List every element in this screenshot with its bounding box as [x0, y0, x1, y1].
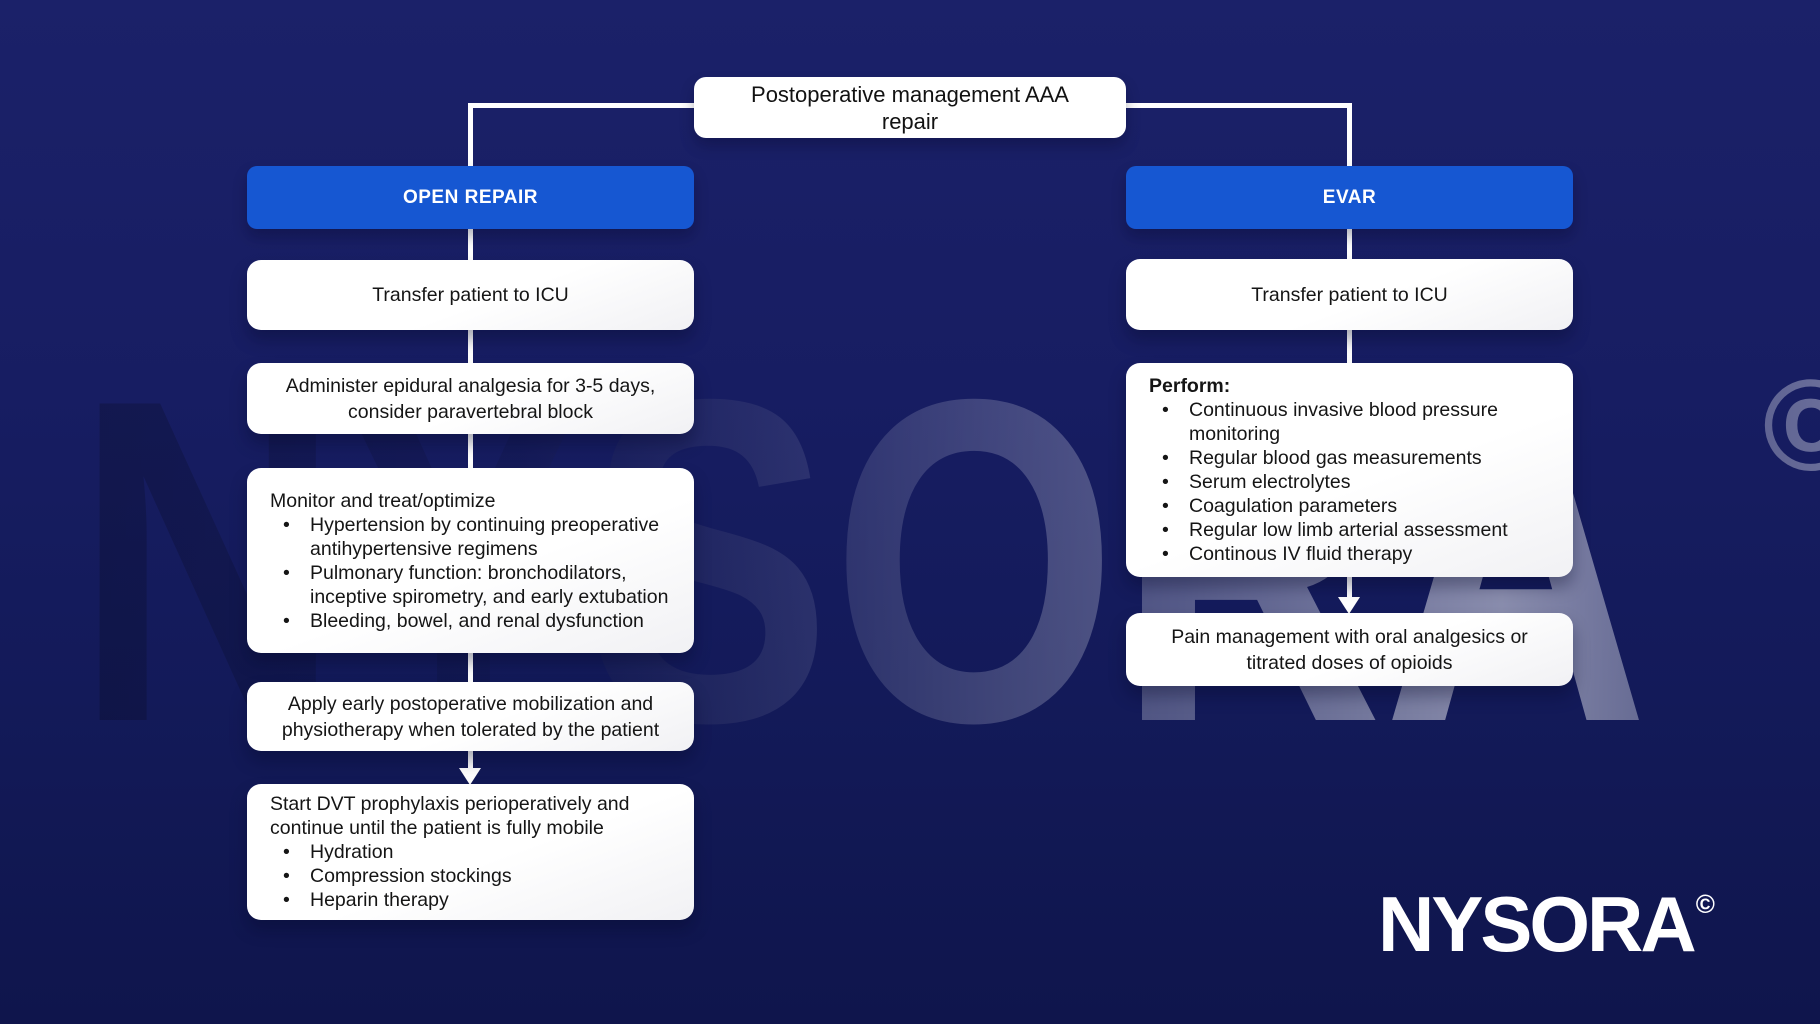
bullet-icon: • — [283, 865, 290, 887]
step-box: Transfer patient to ICU — [1126, 259, 1573, 330]
bullet-icon: • — [1162, 447, 1169, 469]
bullet-icon: • — [1162, 399, 1169, 421]
list-item: • Bleeding, bowel, and renal dysfunction — [270, 609, 676, 633]
list-item: • Coagulation parameters — [1149, 494, 1555, 518]
arrow-down-icon — [1338, 597, 1360, 614]
bullet-icon: • — [1162, 495, 1169, 517]
step-box: Start DVT prophylaxis perioperatively an… — [247, 784, 694, 920]
list-item: • Regular low limb arterial assessment — [1149, 518, 1555, 542]
bullet-icon: • — [283, 841, 290, 863]
connector-vertical-left — [468, 103, 473, 770]
list-item: • Hypertension by continuing preoperativ… — [270, 513, 676, 561]
list-item: • Continous IV fluid therapy — [1149, 542, 1555, 566]
step-box: Apply early postoperative mobilization a… — [247, 682, 694, 751]
nysora-logo: NYSORA© — [1378, 880, 1715, 968]
bullet-icon: • — [283, 889, 290, 911]
connector-vertical-right — [1347, 103, 1352, 598]
copyright-icon: © — [1695, 889, 1715, 919]
bullet-icon: • — [283, 513, 290, 536]
title-box: Postoperative management AAA repair — [694, 77, 1126, 138]
page-title: Postoperative management AAA repair — [751, 81, 1069, 134]
list-intro: Perform: — [1149, 375, 1231, 397]
bullet-icon: • — [283, 561, 290, 584]
watermark-copyright-icon: © — [1763, 352, 1820, 498]
bullet-icon: • — [1162, 543, 1169, 565]
column-header-open-repair: OPEN REPAIR — [247, 166, 694, 229]
step-box: Transfer patient to ICU — [247, 260, 694, 330]
bullet-icon: • — [283, 609, 290, 632]
list-item: • Pulmonary function: bronchodilators, i… — [270, 561, 676, 609]
step-box: Administer epidural analgesia for 3-5 da… — [247, 363, 694, 434]
bullet-icon: • — [1162, 519, 1169, 541]
column-header-evar: EVAR — [1126, 166, 1573, 229]
list-item: • Hydration — [270, 840, 676, 864]
list-item: • Continuous invasive blood pressure mon… — [1149, 398, 1555, 446]
list-item: • Compression stockings — [270, 864, 676, 888]
list-item: • Serum electrolytes — [1149, 470, 1555, 494]
step-box: Monitor and treat/optimize • Hypertensio… — [247, 468, 694, 653]
list-item: • Heparin therapy — [270, 888, 676, 912]
bullet-icon: • — [1162, 471, 1169, 493]
arrow-down-icon — [459, 768, 481, 785]
step-box: Perform: • Continuous invasive blood pre… — [1126, 363, 1573, 577]
list-intro: Monitor and treat/optimize — [270, 489, 496, 512]
step-box: Pain management with oral analgesics or … — [1126, 613, 1573, 686]
list-item: • Regular blood gas measurements — [1149, 446, 1555, 470]
list-intro: Start DVT prophylaxis perioperatively an… — [270, 793, 630, 839]
